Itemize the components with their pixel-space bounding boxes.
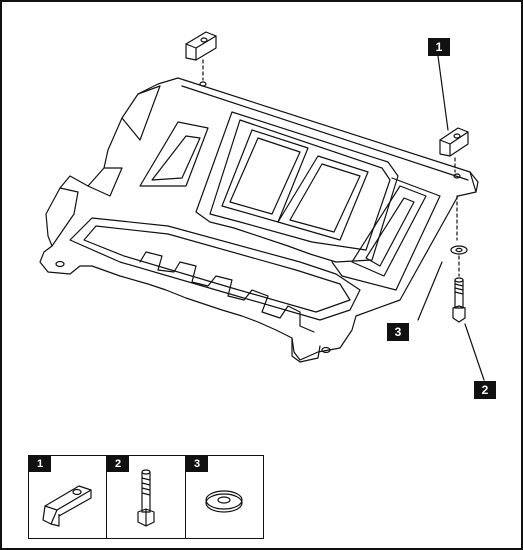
plate-outline bbox=[39, 77, 479, 361]
legend-tag-1: 1 bbox=[29, 456, 51, 472]
legend-cell-1: 1 bbox=[29, 456, 107, 538]
lower-rib bbox=[69, 217, 361, 321]
bolt-icon bbox=[452, 277, 466, 323]
center-window-left bbox=[221, 129, 309, 223]
left-bracket-icon bbox=[185, 31, 217, 61]
bolt-icon bbox=[137, 469, 155, 527]
parts-legend: 1 2 3 bbox=[28, 455, 264, 539]
left-cutout bbox=[139, 121, 209, 187]
right-bracket-icon bbox=[439, 127, 469, 157]
callout-part-3: 3 bbox=[387, 323, 409, 341]
callout-part-1: 1 bbox=[428, 38, 450, 56]
legend-cell-2: 2 bbox=[107, 456, 186, 538]
leader-3 bbox=[417, 261, 443, 321]
legend-tag-3: 3 bbox=[186, 456, 208, 472]
callout-part-2: 2 bbox=[474, 381, 496, 399]
center-window-right bbox=[277, 155, 369, 241]
right-cutout bbox=[351, 185, 427, 277]
bracket-icon bbox=[42, 485, 92, 527]
central-rib bbox=[195, 111, 399, 263]
legend-cell-3: 3 bbox=[186, 456, 263, 538]
legend-tag-2: 2 bbox=[107, 456, 129, 472]
washer-icon bbox=[205, 490, 243, 513]
leader-2 bbox=[464, 323, 485, 381]
leader-1 bbox=[437, 55, 449, 131]
washer-icon bbox=[450, 245, 468, 255]
